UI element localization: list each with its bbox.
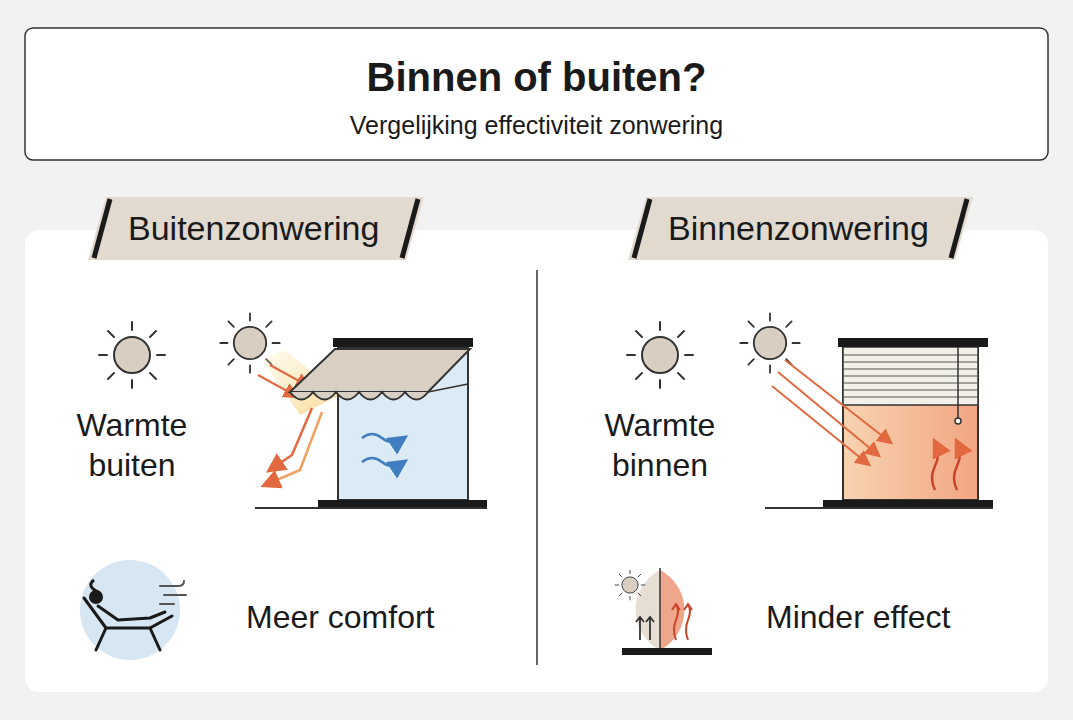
section-tab: Buitenzonwering — [88, 197, 424, 260]
heat-label: Warmte buiten — [47, 405, 217, 485]
section-tab: Binnenzonwering — [628, 197, 973, 260]
title-text: Binnen of buiten? — [25, 54, 1048, 100]
benefit-label: Minder effect — [766, 597, 950, 637]
benefit-label: Meer comfort — [246, 597, 434, 637]
tab-heading: Binnenzonwering — [628, 197, 973, 260]
tab-heading: Buitenzonwering — [88, 197, 424, 260]
header-box: Binnen of buiten? Vergelijking effectivit… — [25, 28, 1048, 160]
subtitle-text: Vergelijking effectiviteit zonwering — [25, 110, 1048, 140]
heat-label: Warmte binnen — [575, 405, 745, 485]
